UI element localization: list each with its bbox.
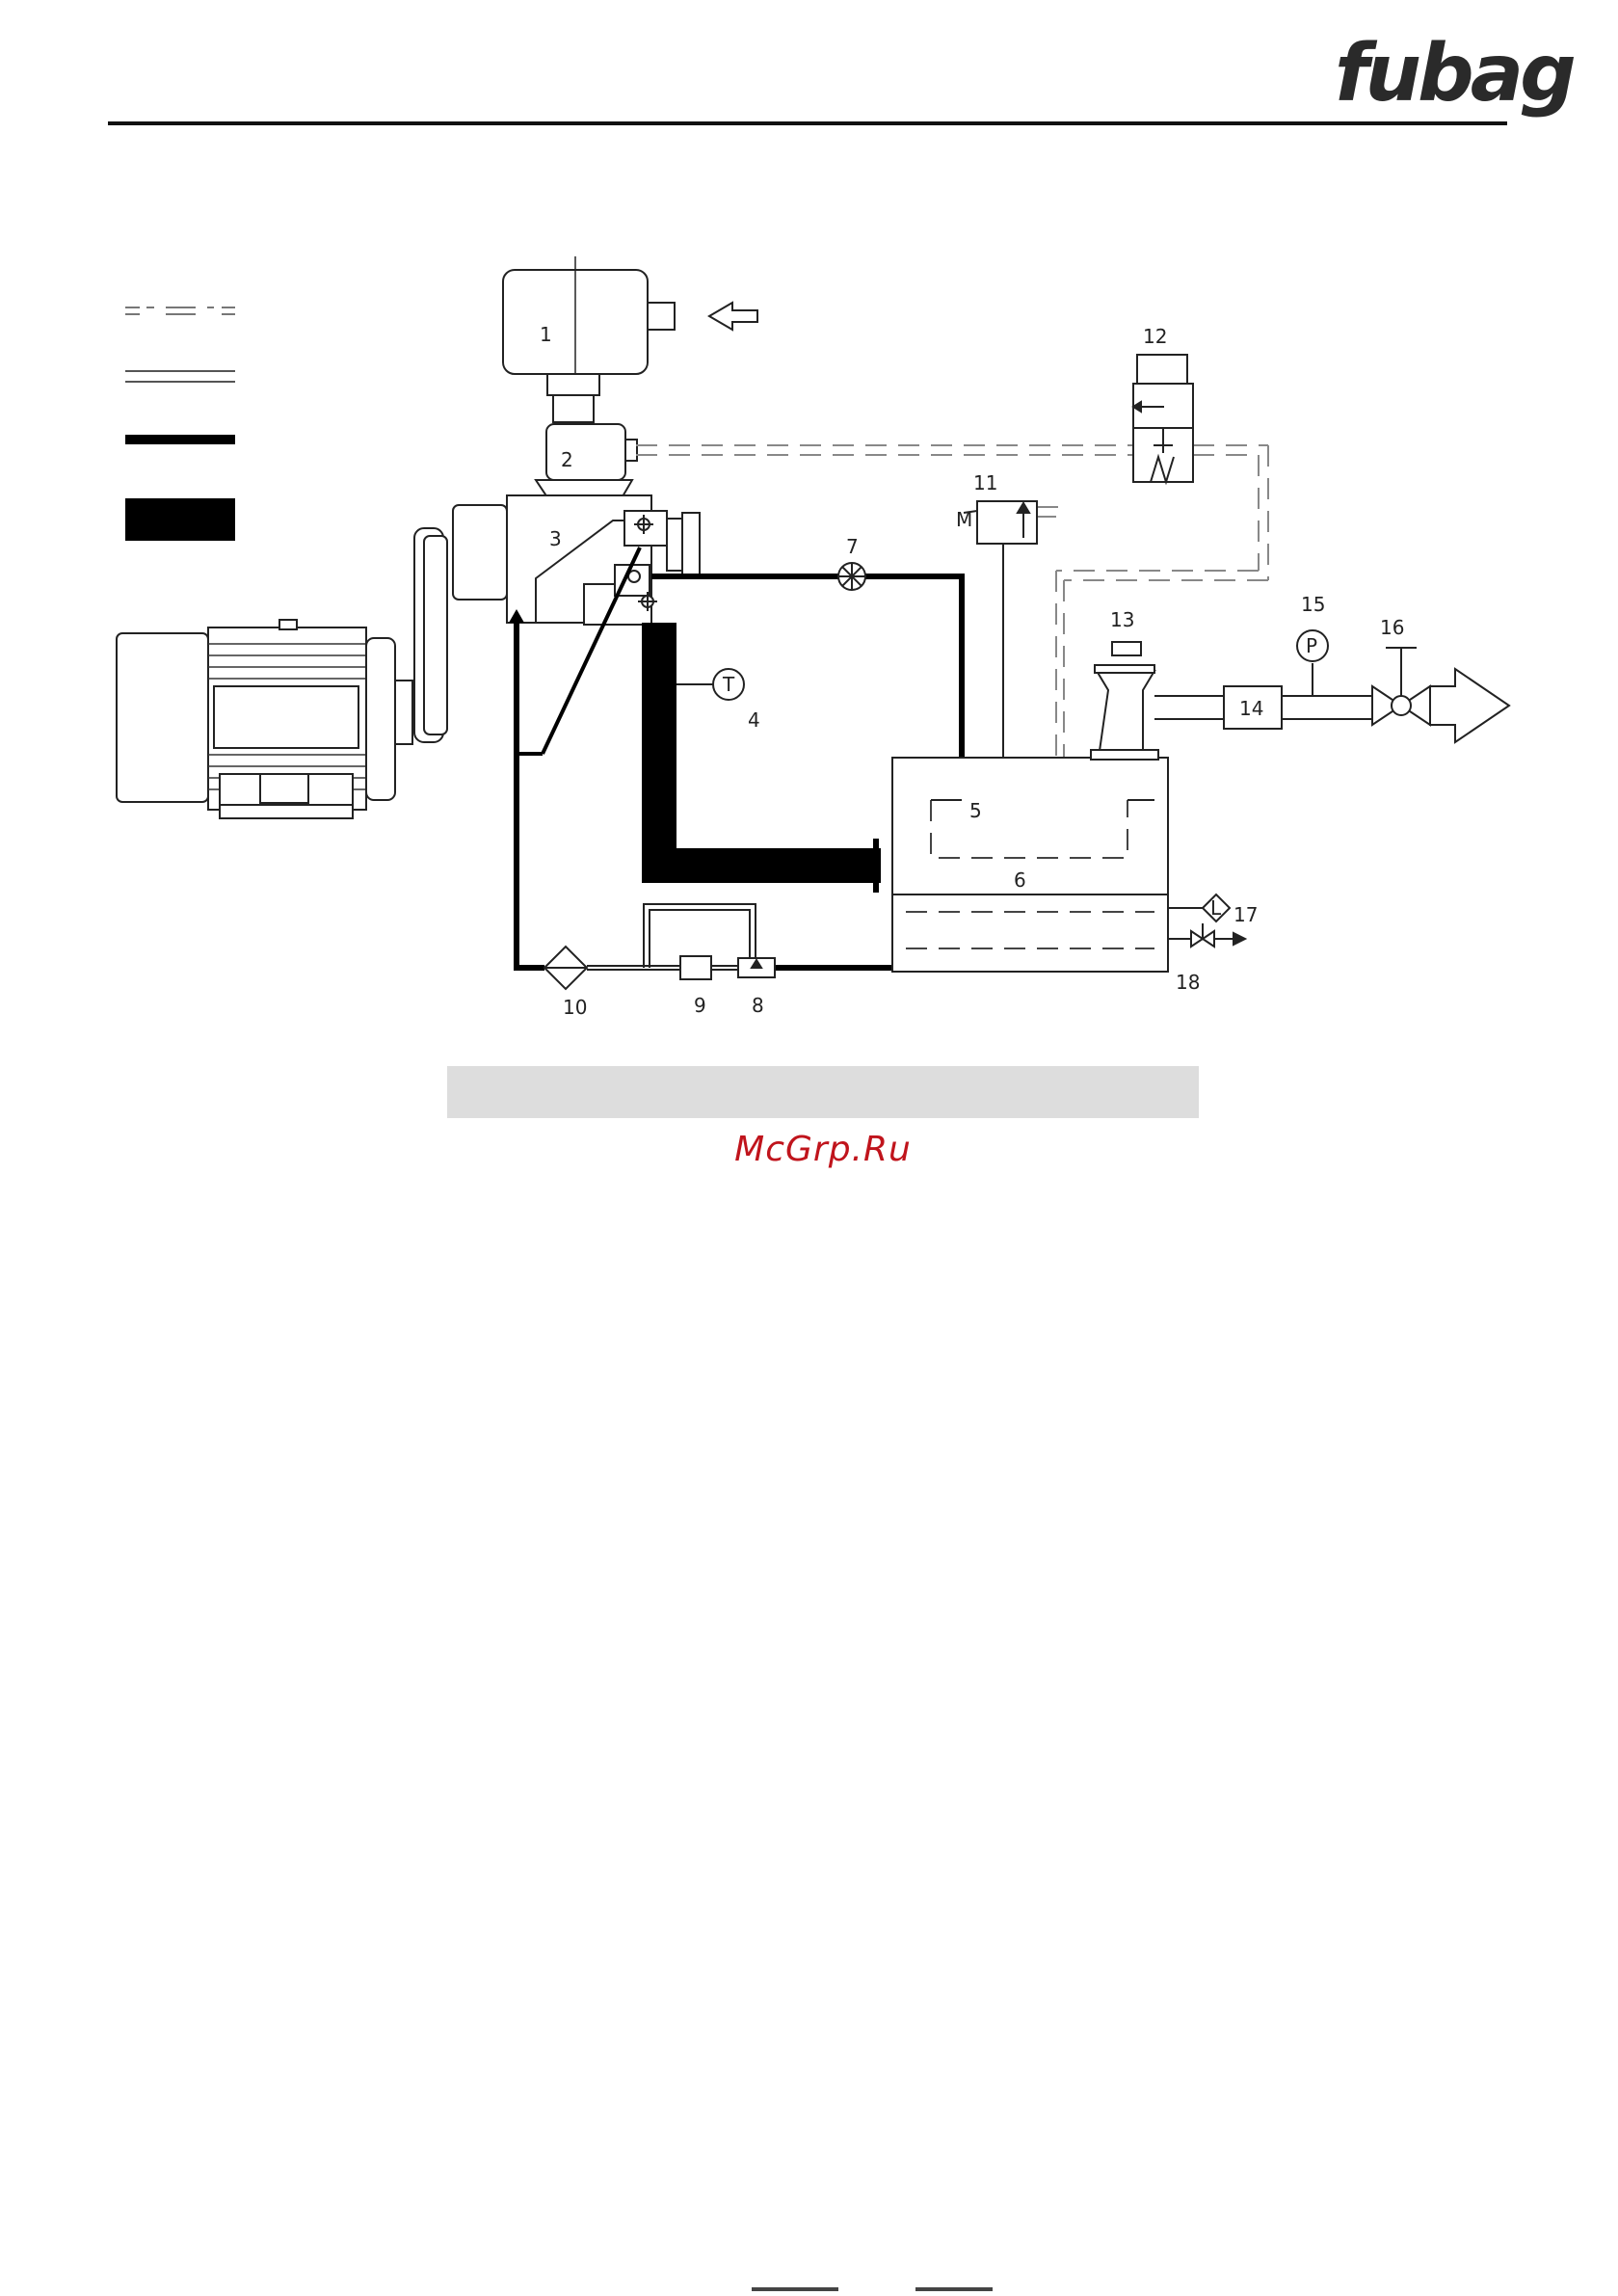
footer-mark-2: [915, 2287, 993, 2291]
level-symbol: L: [1210, 896, 1222, 920]
label-6: 6: [1014, 868, 1026, 892]
air-end: [453, 495, 700, 625]
legend-dashed-line: [125, 307, 235, 314]
label-13: 13: [1110, 608, 1134, 631]
label-2: 2: [561, 448, 573, 471]
air-inlet-arrow: [709, 303, 757, 330]
air-outlet-arrow: [1430, 669, 1509, 742]
legend-filled-block: [125, 498, 235, 541]
intake-valve: [536, 424, 637, 503]
caption-bar: [447, 1066, 1199, 1118]
separator-tank: [892, 758, 1168, 972]
label-14: 14: [1239, 697, 1263, 720]
discharge-pipe: [642, 623, 676, 883]
label-11: 11: [973, 471, 997, 494]
label-8: 8: [752, 994, 764, 1017]
label-9: 9: [694, 994, 706, 1017]
motor-symbol: M: [956, 508, 972, 531]
label-15: 15: [1301, 593, 1325, 616]
discharge-pipe-horizontal: [642, 848, 881, 883]
label-10: 10: [563, 996, 587, 1019]
watermark-link[interactable]: McGrp.Ru: [447, 1130, 1199, 1169]
air-outlet-line: [1154, 630, 1509, 742]
label-12: 12: [1143, 325, 1167, 348]
label-3: 3: [549, 527, 562, 550]
label-1: 1: [540, 323, 552, 346]
label-7: 7: [846, 535, 859, 558]
oil-filter-cooler: [544, 904, 775, 989]
footer-mark-1: [752, 2287, 838, 2291]
legend: [125, 307, 235, 541]
electric-motor: [117, 528, 447, 818]
compressor-flow-diagram: T M: [0, 0, 1618, 1060]
oil-separator: [1091, 642, 1158, 760]
thermometer-symbol: T: [722, 673, 735, 696]
label-16: 16: [1380, 616, 1404, 639]
label-5: 5: [969, 799, 982, 822]
legend-thick-line: [125, 435, 235, 444]
oil-stop-valve: [838, 563, 865, 590]
legend-double-line: [125, 371, 235, 382]
gauge-symbol: P: [1306, 634, 1317, 657]
label-18: 18: [1176, 971, 1200, 994]
label-17: 17: [1233, 903, 1258, 926]
control-line: [636, 445, 1268, 761]
solenoid-valve: [1133, 355, 1193, 482]
minimum-pressure-valve: [964, 501, 1037, 758]
label-4: 4: [748, 708, 760, 732]
